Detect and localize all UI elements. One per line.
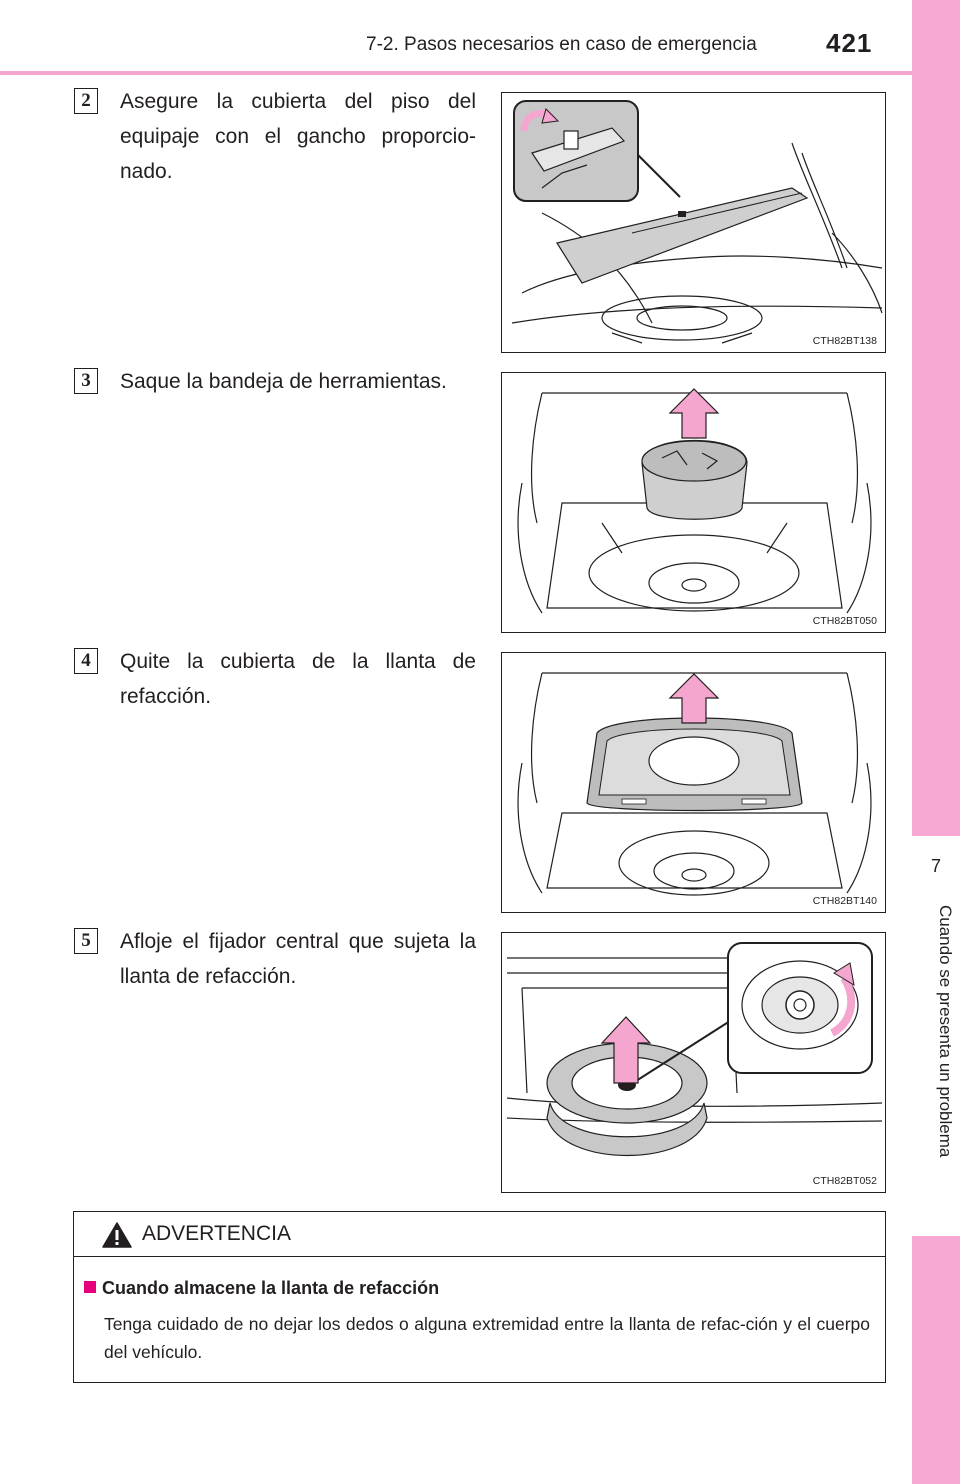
chapter-side-tab-box	[912, 836, 960, 1236]
spare-tire-cover-removal-illustration	[517, 672, 872, 896]
warning-body: Tenga cuidado de no dejar los dedos o al…	[104, 1314, 870, 1362]
warning-subheading-text: Cuando almacene la llanta de refacción	[102, 1278, 440, 1298]
figure-code: CTH82BT138	[810, 335, 879, 347]
step-instruction: Asegure la cubierta del piso del equipaj…	[120, 90, 476, 183]
chapter-side-tab	[912, 0, 960, 1484]
warning-box: ADVERTENCIA Cuando almacene la llanta de…	[73, 1211, 886, 1383]
page-number: 421	[826, 28, 873, 58]
bullet-square-icon	[84, 1281, 96, 1293]
figure-code: CTH82BT050	[810, 615, 879, 627]
chapter-title: Cuando se presenta un problema	[936, 905, 955, 1158]
tool-tray-removal-illustration	[517, 388, 872, 614]
warning-header: ADVERTENCIA	[74, 1212, 885, 1257]
figure-code: CTH82BT052	[810, 1175, 879, 1187]
warning-title: ADVERTENCIA	[142, 1222, 291, 1245]
step-illustration: CTH82BT140	[501, 652, 886, 913]
header-divider	[0, 71, 912, 75]
step-illustration: CTH82BT138	[501, 92, 886, 353]
step-instruction: Afloje el fijador central que sujeta la …	[120, 930, 476, 988]
center-fastener-loosening-illustration	[506, 942, 883, 1157]
chapter-number: 7	[930, 856, 941, 876]
trunk-floor-cover-hook-illustration	[511, 100, 883, 344]
step-number-badge: 4	[74, 648, 98, 674]
step-instruction: Saque la bandeja de herramientas.	[120, 370, 447, 393]
step-illustration: CTH82BT052	[501, 932, 886, 1193]
step-instruction: Quite la cubierta de la llanta de refacc…	[120, 650, 476, 708]
step-illustration: CTH82BT050	[501, 372, 886, 633]
warning-triangle-icon	[102, 1222, 132, 1248]
warning-subheading: Cuando almacene la llanta de refacción	[84, 1278, 439, 1299]
step-number-badge: 3	[74, 368, 98, 394]
figure-code: CTH82BT140	[810, 895, 879, 907]
header-section-title: 7-2. Pasos necesarios en caso de emergen…	[366, 34, 757, 55]
step-number-badge: 2	[74, 88, 98, 114]
step-number-badge: 5	[74, 928, 98, 954]
